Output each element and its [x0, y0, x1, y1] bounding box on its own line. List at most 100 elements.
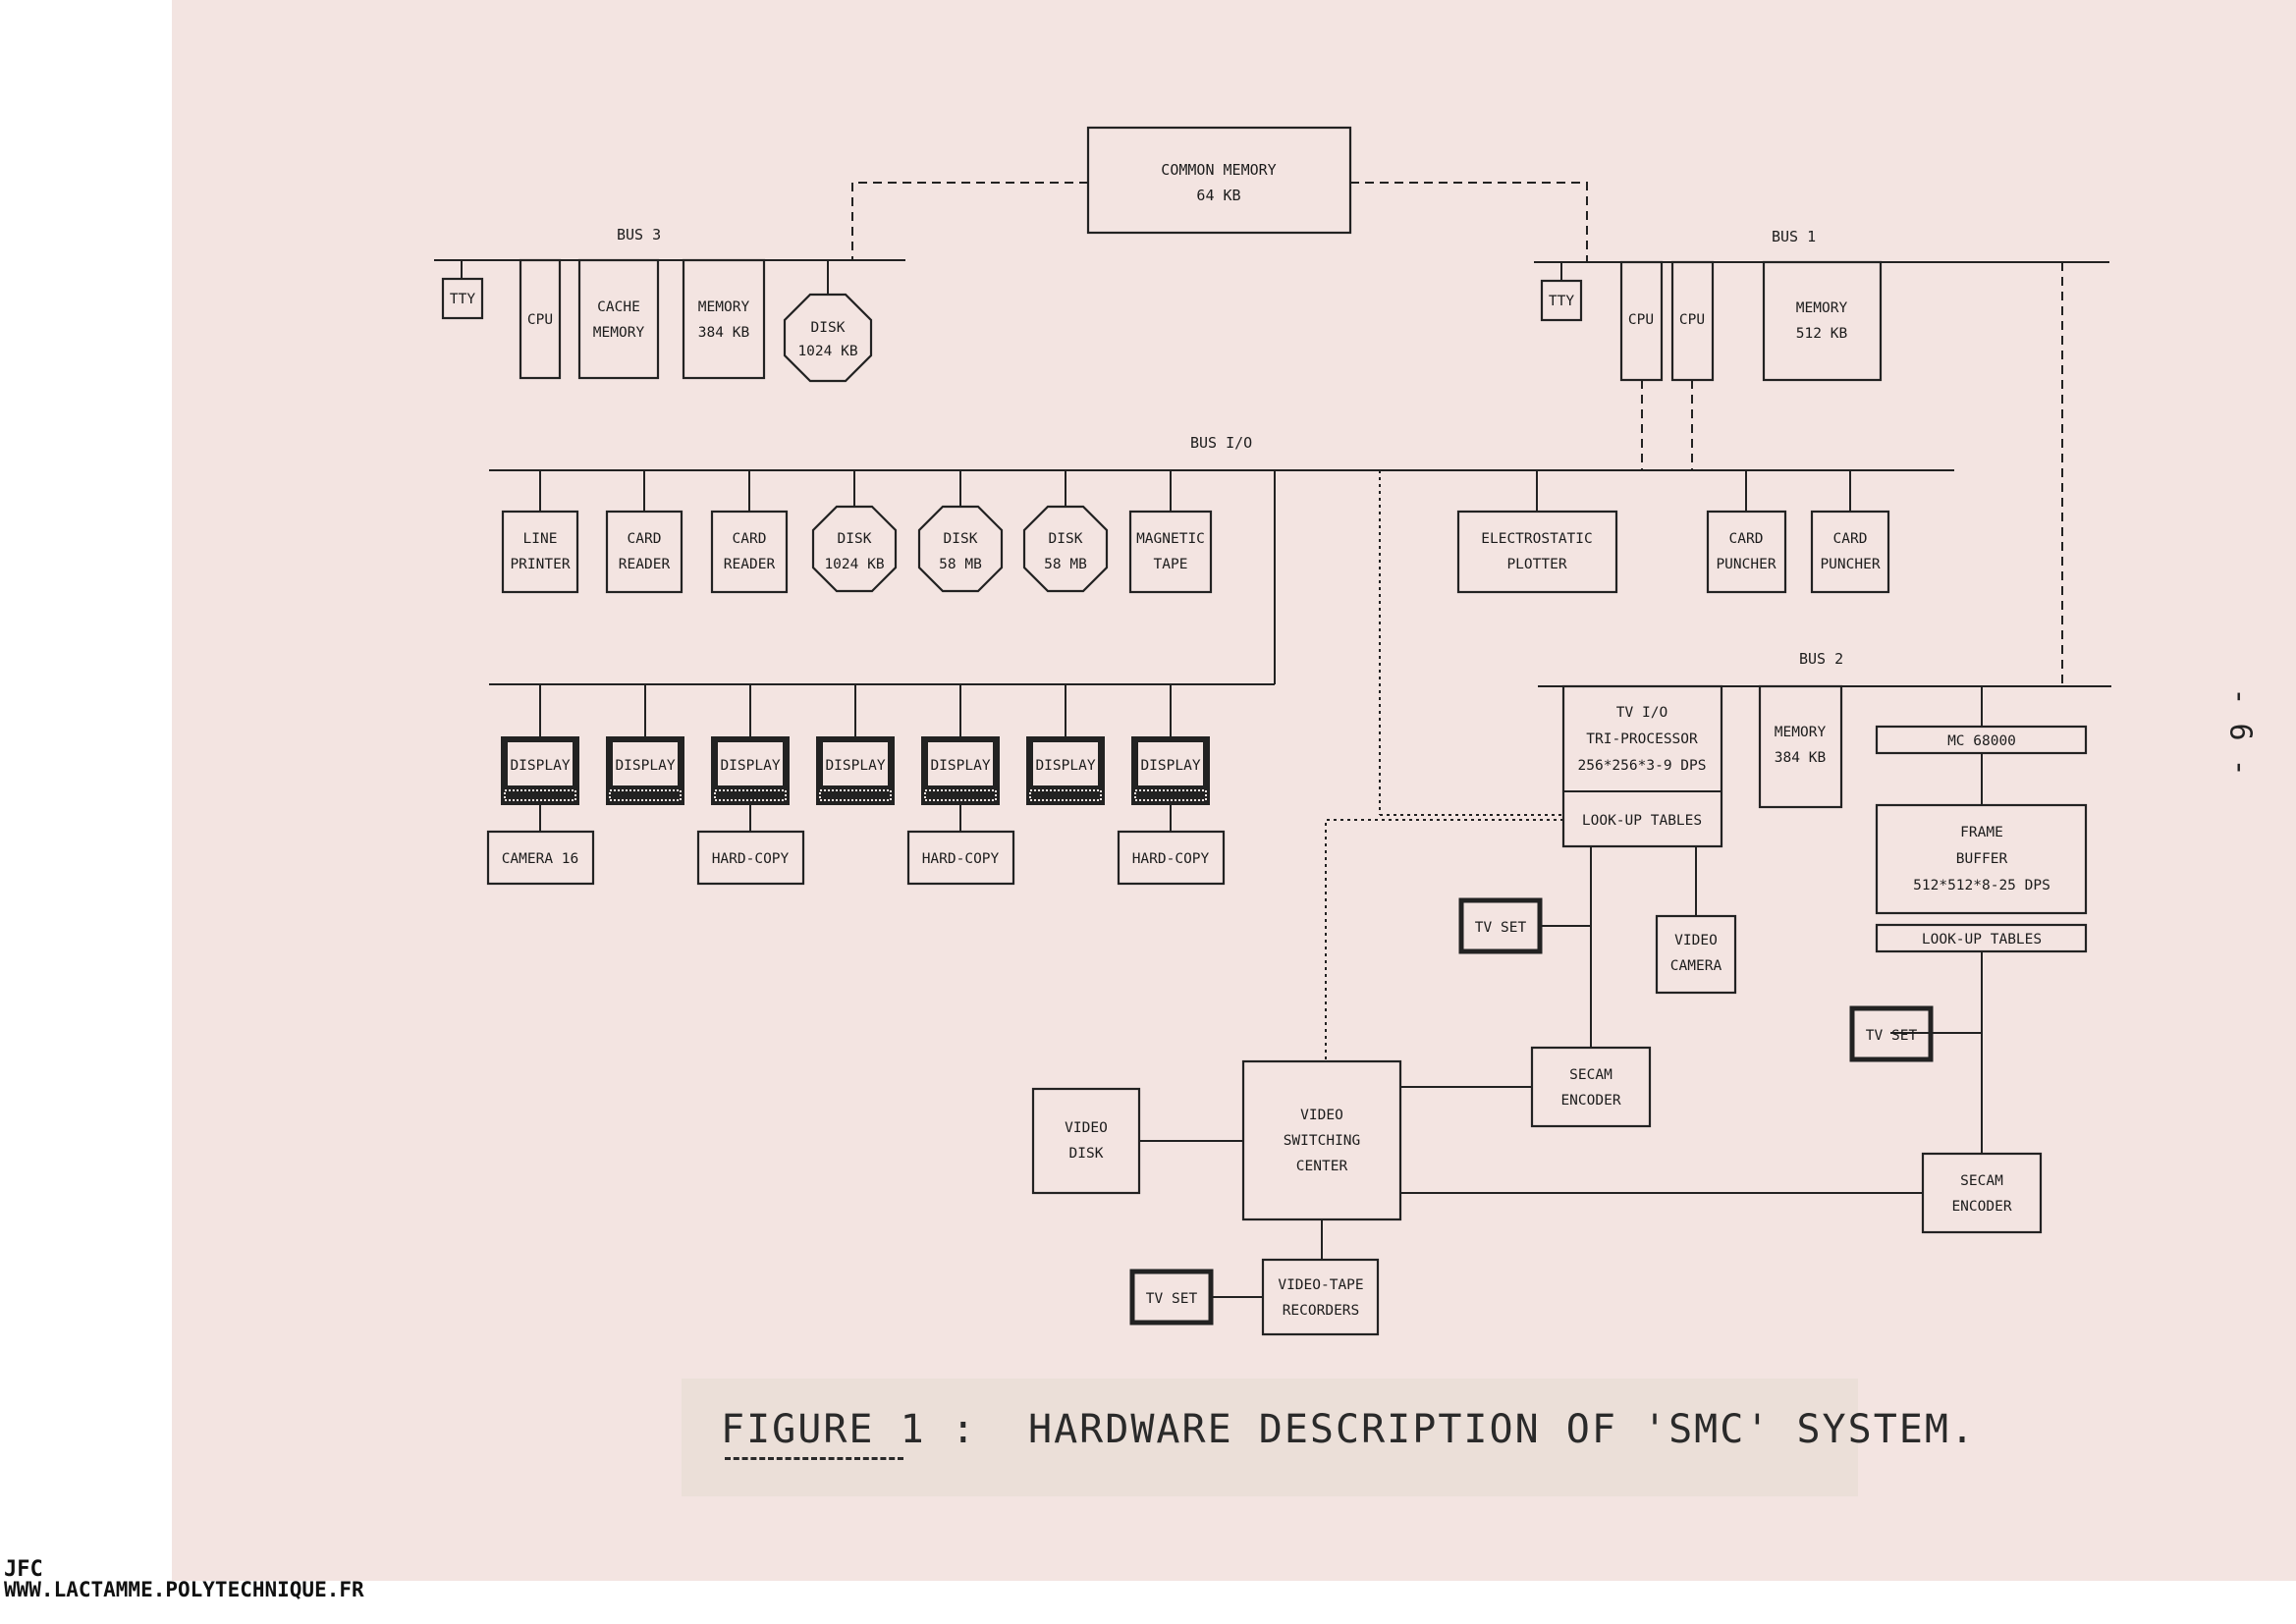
bus2-devices: TV I/O TRI-PROCESSOR 256*256*3-9 DPS LOO… — [1561, 684, 2088, 953]
video-camera-box — [1655, 914, 1737, 995]
hard-copy-1-box — [696, 830, 805, 886]
bus-io-label: BUS I/O — [1190, 434, 1252, 452]
disk-1024-io-line2: 1024 KB — [824, 557, 884, 572]
hard-copy-2-box — [906, 830, 1015, 886]
display-terminal-4: DISPLAY — [816, 684, 895, 805]
video-camera-line2: CAMERA — [1670, 958, 1722, 974]
bus-3-label: BUS 3 — [617, 226, 661, 244]
cpu-bus1-a-box — [1619, 260, 1664, 382]
caption-underline — [725, 1457, 903, 1460]
card-reader-2-box — [710, 510, 789, 594]
disk-58-b-line1: DISK — [1049, 531, 1083, 547]
hard-copy-2-label: HARD-COPY — [922, 851, 1000, 867]
memory-384-bus3-line2: 384 KB — [698, 325, 750, 341]
watermark: JFC WWW.LACTAMME.POLYTECHNIQUE.FR — [4, 1559, 364, 1600]
frame-buffer-line1: FRAME — [1960, 825, 2003, 840]
memory-384-bus2-box — [1758, 684, 1843, 809]
hard-copy-3-label: HARD-COPY — [1132, 851, 1210, 867]
common-memory-to-bus3 — [851, 182, 1088, 260]
secam-encoder-2-box — [1921, 1152, 2043, 1234]
tv-set-1-label: TV SET — [1475, 920, 1527, 936]
display-terminals: DISPLAY DISPLAY DISPLAY DISPLAY — [486, 684, 1226, 886]
tv-set-3-label: TV SET — [1146, 1291, 1198, 1307]
memory-384-bus3-box — [682, 258, 766, 380]
memory-384-bus2-line1: MEMORY — [1775, 725, 1827, 740]
video-tape-recorders-box — [1261, 1258, 1380, 1336]
electrostatic-plotter-line1: ELECTROSTATIC — [1481, 531, 1593, 547]
disk-58-b-octagon — [1022, 505, 1109, 593]
tv-set-2-label: TV SET — [1866, 1028, 1918, 1044]
cpu-bus1-b-label: CPU — [1679, 312, 1705, 328]
secam-encoder-2-line1: SECAM — [1960, 1173, 2003, 1189]
disk-58-a-line2: 58 MB — [939, 557, 982, 572]
memory-512-line1: MEMORY — [1796, 300, 1848, 316]
frame-buffer-box — [1875, 803, 2088, 915]
display-label: DISPLAY — [720, 758, 780, 774]
cache-memory-line1: CACHE — [597, 299, 640, 315]
watermark-initials: JFC — [4, 1557, 43, 1582]
card-puncher-1-line1: CARD — [1729, 531, 1764, 547]
card-reader-1-box — [605, 510, 683, 594]
memory-512-line2: 512 KB — [1796, 326, 1848, 342]
line-printer-box — [501, 510, 579, 594]
caption-text: HARDWARE DESCRIPTION OF 'SMC' SYSTEM. — [1028, 1407, 1977, 1452]
common-memory-size: 64 KB — [1196, 187, 1240, 204]
card-puncher-1-line2: PUNCHER — [1716, 557, 1776, 572]
bus-2-label: BUS 2 — [1799, 650, 1843, 668]
lookup-tables-fb-label: LOOK-UP TABLES — [1922, 932, 2042, 947]
tv-io-line3: 256*256*3-9 DPS — [1578, 758, 1707, 774]
hard-copy-3-box — [1117, 830, 1226, 886]
magnetic-tape-line2: TAPE — [1154, 557, 1188, 572]
display-label: DISPLAY — [510, 758, 570, 774]
card-puncher-2-line1: CARD — [1833, 531, 1868, 547]
disk-1024-bus3-line2: 1024 KB — [797, 344, 857, 359]
tty-right-label: TTY — [1549, 294, 1574, 309]
watermark-url: WWW.LACTAMME.POLYTECHNIQUE.FR — [4, 1578, 364, 1601]
caption-strip — [682, 1379, 1858, 1496]
tty-left-box — [441, 277, 484, 320]
caption-label: FIGURE 1 — [721, 1407, 926, 1452]
electrostatic-plotter-line2: PLOTTER — [1506, 557, 1566, 572]
disk-58-a-octagon — [917, 505, 1004, 593]
secam-encoder-2-line2: ENCODER — [1951, 1199, 2011, 1215]
line-printer-line1: LINE — [523, 531, 558, 547]
tv-io-line1: TV I/O — [1616, 705, 1667, 721]
card-puncher-2-box — [1810, 510, 1890, 594]
lookup-to-switching-dotted — [1325, 819, 1563, 1061]
tv-set-2-box — [1849, 1005, 1934, 1062]
video-camera-line1: VIDEO — [1674, 933, 1718, 948]
memory-384-bus2-line2: 384 KB — [1775, 750, 1827, 766]
display-label: DISPLAY — [1035, 758, 1095, 774]
page-number: - 6 - — [2222, 687, 2258, 777]
video-tape-line2: RECORDERS — [1283, 1303, 1360, 1319]
secam-encoder-1-line1: SECAM — [1569, 1067, 1613, 1083]
display-label: DISPLAY — [825, 758, 885, 774]
tv-set-1-box — [1458, 897, 1543, 954]
hard-copy-1-label: HARD-COPY — [712, 851, 790, 867]
frame-buffer-line3: 512*512*8-25 DPS — [1913, 878, 2050, 893]
electrostatic-plotter-box — [1456, 510, 1618, 594]
magnetic-tape-line1: MAGNETIC — [1136, 531, 1205, 547]
bus-1-label: BUS 1 — [1772, 228, 1816, 245]
display-terminal-2: DISPLAY — [606, 684, 684, 805]
memory-512-box — [1762, 260, 1883, 382]
video-disk-line2: DISK — [1069, 1146, 1104, 1162]
video-tape-line1: VIDEO-TAPE — [1278, 1277, 1363, 1293]
line-printer-line2: PRINTER — [510, 557, 570, 572]
camera-16-box — [486, 830, 595, 886]
card-reader-2-line1: CARD — [733, 531, 767, 547]
cpu-bus1-a-label: CPU — [1628, 312, 1654, 328]
cpu-bus3-label: CPU — [527, 312, 553, 328]
card-puncher-1-box — [1706, 510, 1787, 594]
secam-encoder-1-box — [1530, 1046, 1652, 1128]
tty-right-box — [1540, 279, 1583, 322]
card-reader-1-line1: CARD — [628, 531, 662, 547]
common-memory-to-bus1 — [1350, 182, 1588, 262]
display-terminal-3: DISPLAY — [711, 684, 790, 805]
cache-memory-line2: MEMORY — [593, 325, 645, 341]
video-switching-line1: VIDEO — [1300, 1108, 1343, 1123]
tv-set-3-box — [1129, 1269, 1214, 1326]
video-disk-box — [1031, 1087, 1141, 1195]
video-switching-line3: CENTER — [1296, 1159, 1348, 1174]
